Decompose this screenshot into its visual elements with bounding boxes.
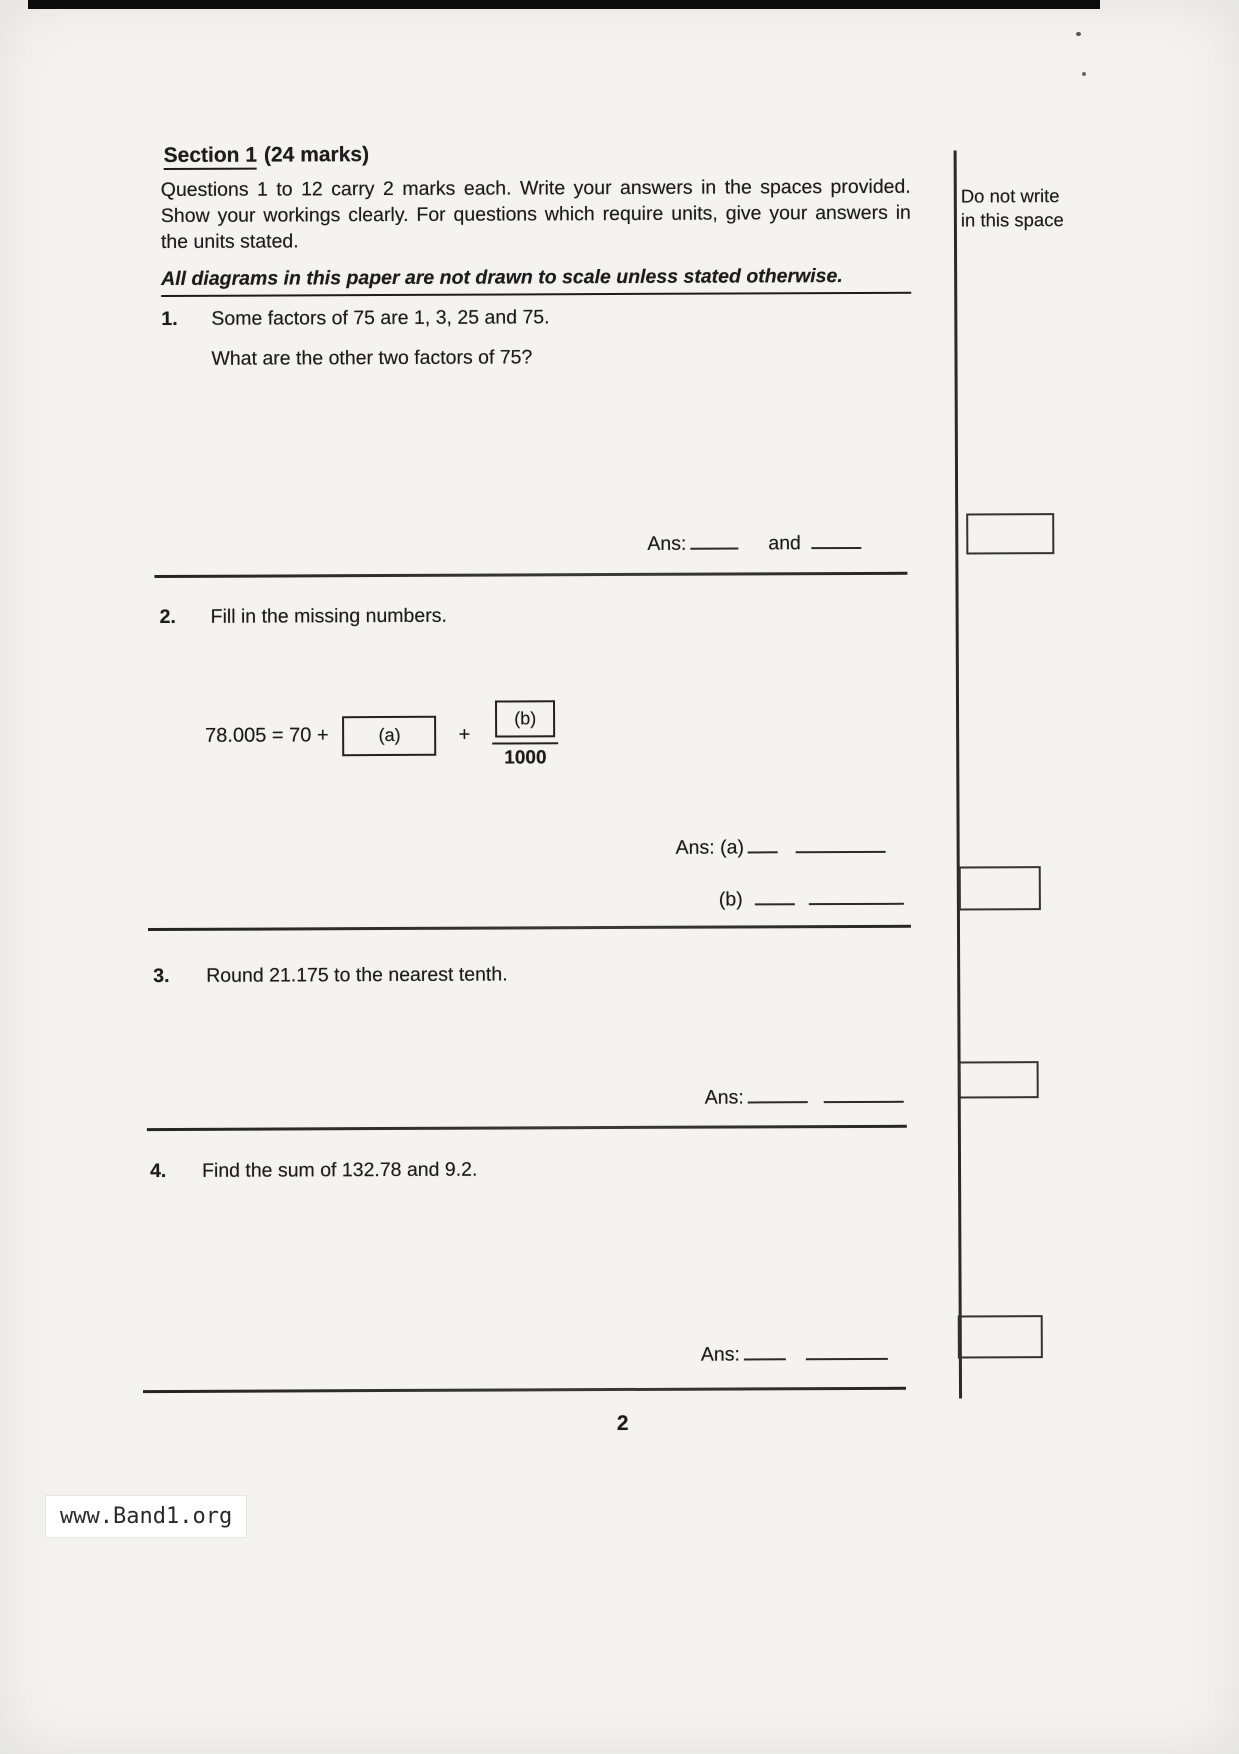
section-title: Section 1(24 marks)	[163, 143, 370, 170]
question-1-text-line2: What are the other two factors of 75?	[211, 346, 533, 370]
marks-box	[958, 1061, 1039, 1099]
question-2-equation: 78.005 = 70 + (a) + (b) 1000	[205, 700, 559, 771]
section-instructions: Questions 1 to 12 carry 2 marks each. Wr…	[160, 175, 911, 253]
answer-blank	[743, 1342, 786, 1361]
answer-box-a: (a)	[342, 715, 437, 756]
answer-box-b: (b)	[495, 700, 556, 738]
answer-blank	[805, 1341, 888, 1361]
margin-divider-line	[953, 150, 962, 1399]
answer-label: Ans:	[704, 1086, 744, 1109]
marks-box	[958, 866, 1041, 911]
question-3-number: 3.	[153, 964, 170, 988]
answer-blank	[808, 886, 904, 906]
answer-blank	[754, 887, 795, 906]
scan-artifact-speck	[1082, 72, 1086, 76]
box-a-label: (a)	[378, 724, 401, 746]
fraction-denominator: 1000	[504, 747, 547, 769]
question-1-number: 1.	[161, 307, 178, 330]
question-4-number: 4.	[149, 1159, 167, 1183]
question-1-text-line1: Some factors of 75 are 1, 3, 25 and 75.	[211, 306, 550, 330]
question-divider	[154, 571, 908, 578]
answer-label: (b)	[718, 888, 743, 911]
question-divider	[146, 1124, 907, 1131]
and-label: and	[768, 532, 801, 555]
answer-label: Ans: (a)	[675, 836, 744, 859]
question-4-answer-line: Ans:	[700, 1341, 892, 1367]
question-divider	[147, 924, 911, 932]
margin-note-line2: in this space	[960, 209, 1064, 231]
box-b-label: (b)	[514, 708, 537, 729]
equation-left: 78.005 = 70 +	[205, 724, 329, 747]
scan-artifact-top-bar	[28, 0, 1100, 9]
answer-blank	[690, 531, 739, 550]
question-divider	[142, 1386, 907, 1393]
scan-artifact-speck	[1076, 32, 1081, 36]
question-2-answer-line-a: Ans: (a)	[675, 834, 890, 860]
question-4-text: Find the sum of 132.78 and 9.2.	[201, 1158, 478, 1182]
question-3-text: Round 21.175 to the nearest tenth.	[206, 963, 508, 987]
marks-box	[957, 1315, 1043, 1359]
margin-note-line1: Do not write	[960, 185, 1060, 207]
page-number: 2	[616, 1411, 629, 1436]
answer-label: Ans:	[647, 532, 687, 555]
question-2-text: Fill in the missing numbers.	[210, 604, 447, 628]
section-marks: (24 marks)	[263, 143, 370, 167]
marks-box	[966, 513, 1055, 555]
question-3-answer-line: Ans:	[704, 1084, 908, 1110]
answer-blank	[795, 834, 886, 854]
section-title-underlined: Section 1	[163, 143, 258, 170]
plus-sign: +	[458, 723, 471, 746]
answer-label: Ans:	[700, 1343, 740, 1366]
answer-blank	[747, 1085, 808, 1104]
question-1-answer-line: Ans: and	[647, 530, 865, 556]
question-2-number: 2.	[159, 605, 176, 629]
answer-blank	[823, 1084, 904, 1104]
answer-blank	[810, 530, 861, 550]
answer-blank	[747, 835, 778, 854]
watermark: www.Band1.org	[46, 1496, 247, 1537]
fraction: (b) 1000	[492, 700, 559, 769]
scale-note: All diagrams in this paper are not drawn…	[161, 264, 912, 297]
question-2-answer-line-b: (b)	[718, 886, 908, 912]
margin-note: Do not write in this space	[961, 184, 1091, 233]
